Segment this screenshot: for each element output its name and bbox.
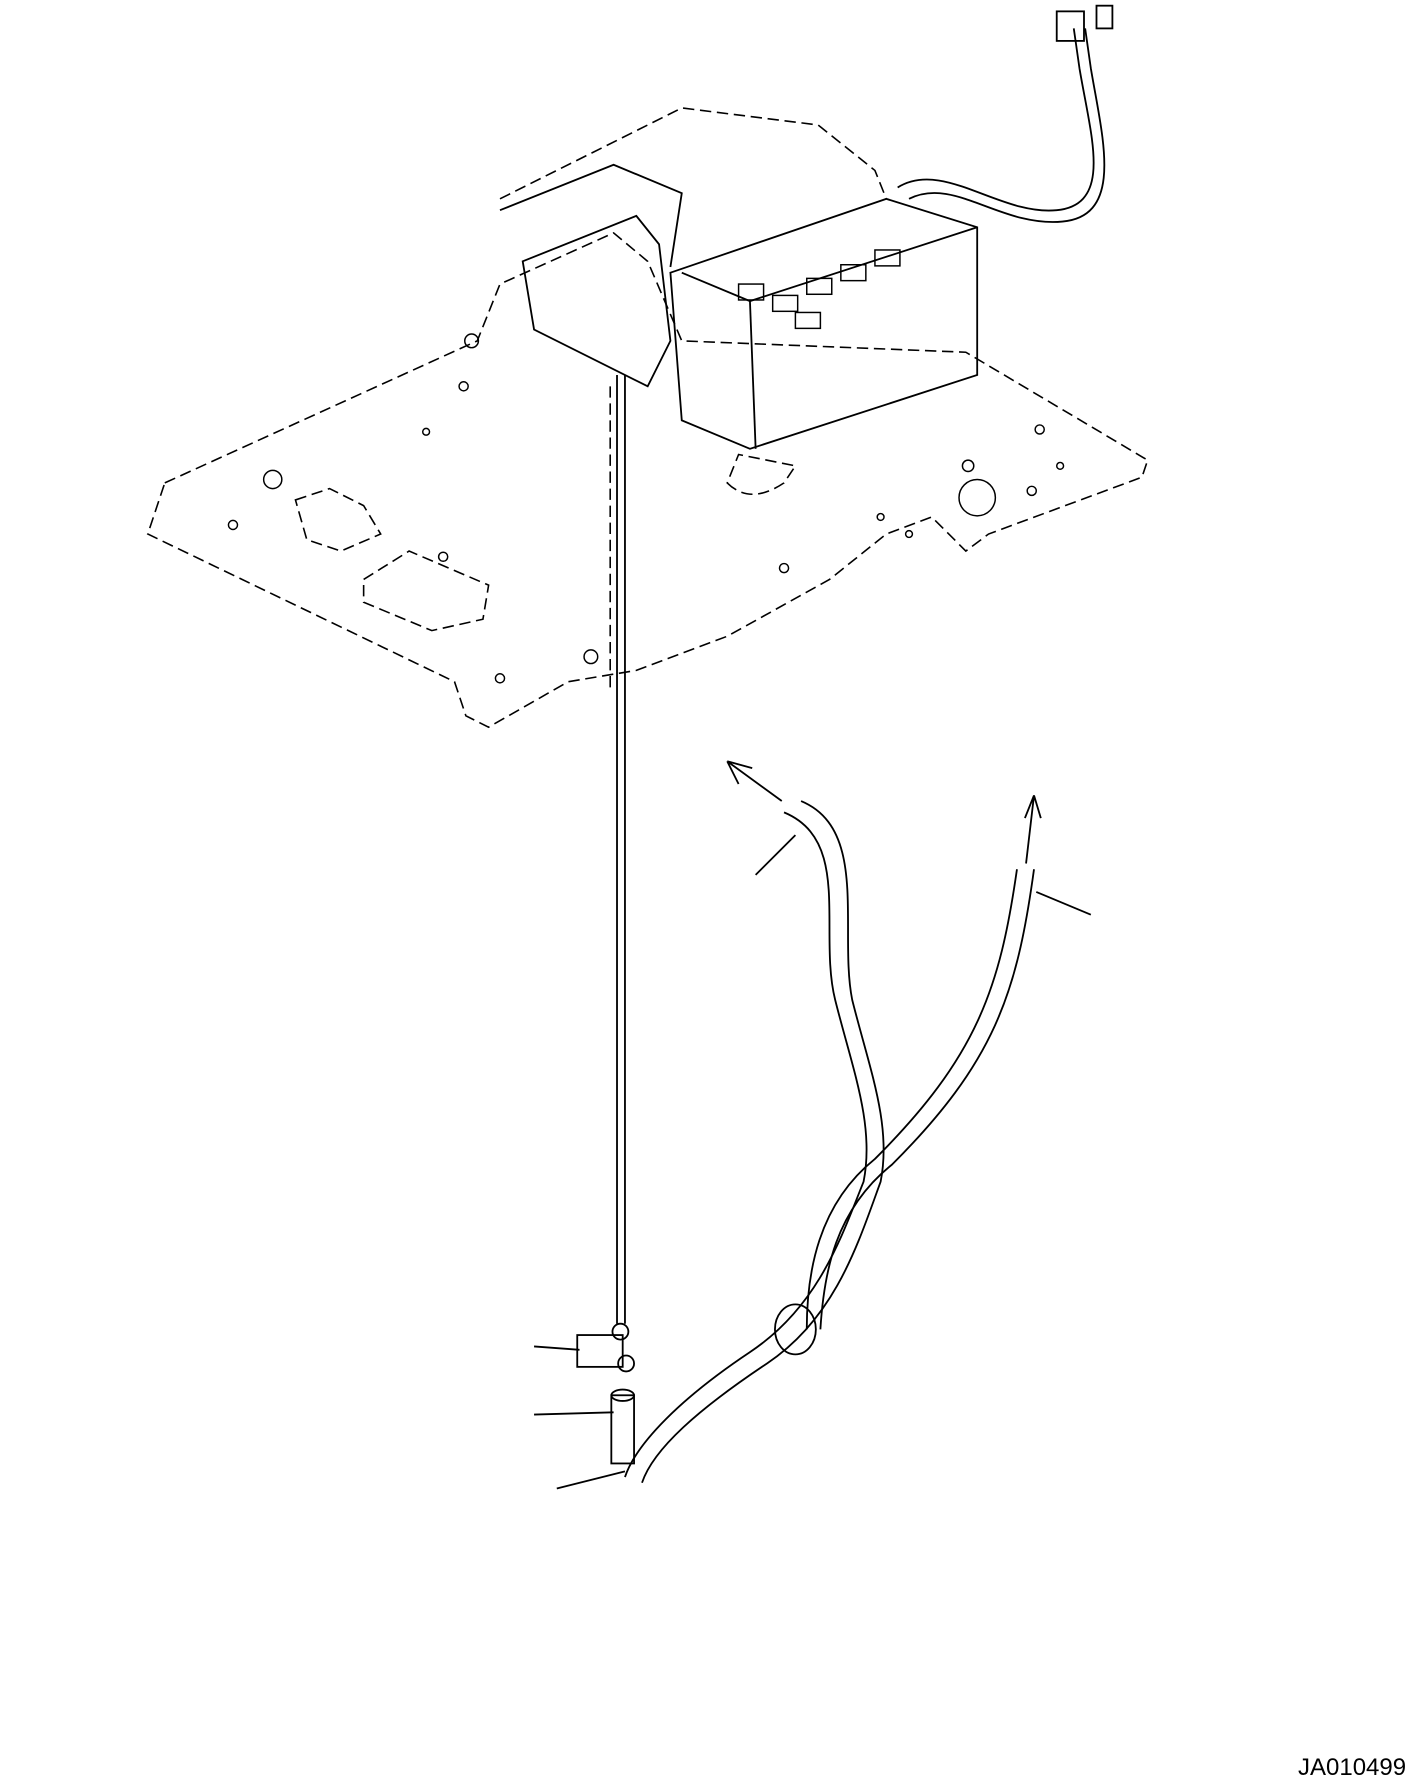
hose-b [805, 869, 1018, 1330]
leader-lines [533, 834, 1092, 1490]
upper-harness [897, 28, 1095, 212]
plate-cutout-rect [362, 550, 490, 632]
hose-a [624, 811, 868, 1478]
clamp [576, 1322, 635, 1373]
rod [616, 374, 626, 1324]
box-unit [499, 107, 979, 450]
arrow-hose-b [1024, 795, 1042, 864]
plate-cutout-arc [726, 453, 797, 495]
plate-holes [227, 333, 1065, 684]
plate-cutout-cross [294, 487, 382, 552]
hose-band [774, 1303, 817, 1356]
hose-end [610, 1388, 635, 1465]
drawing-id-label: JA010499 [1298, 1754, 1407, 1781]
arrow-hose-a [726, 760, 783, 802]
connector [1055, 4, 1114, 42]
floor-plate [146, 231, 1149, 729]
